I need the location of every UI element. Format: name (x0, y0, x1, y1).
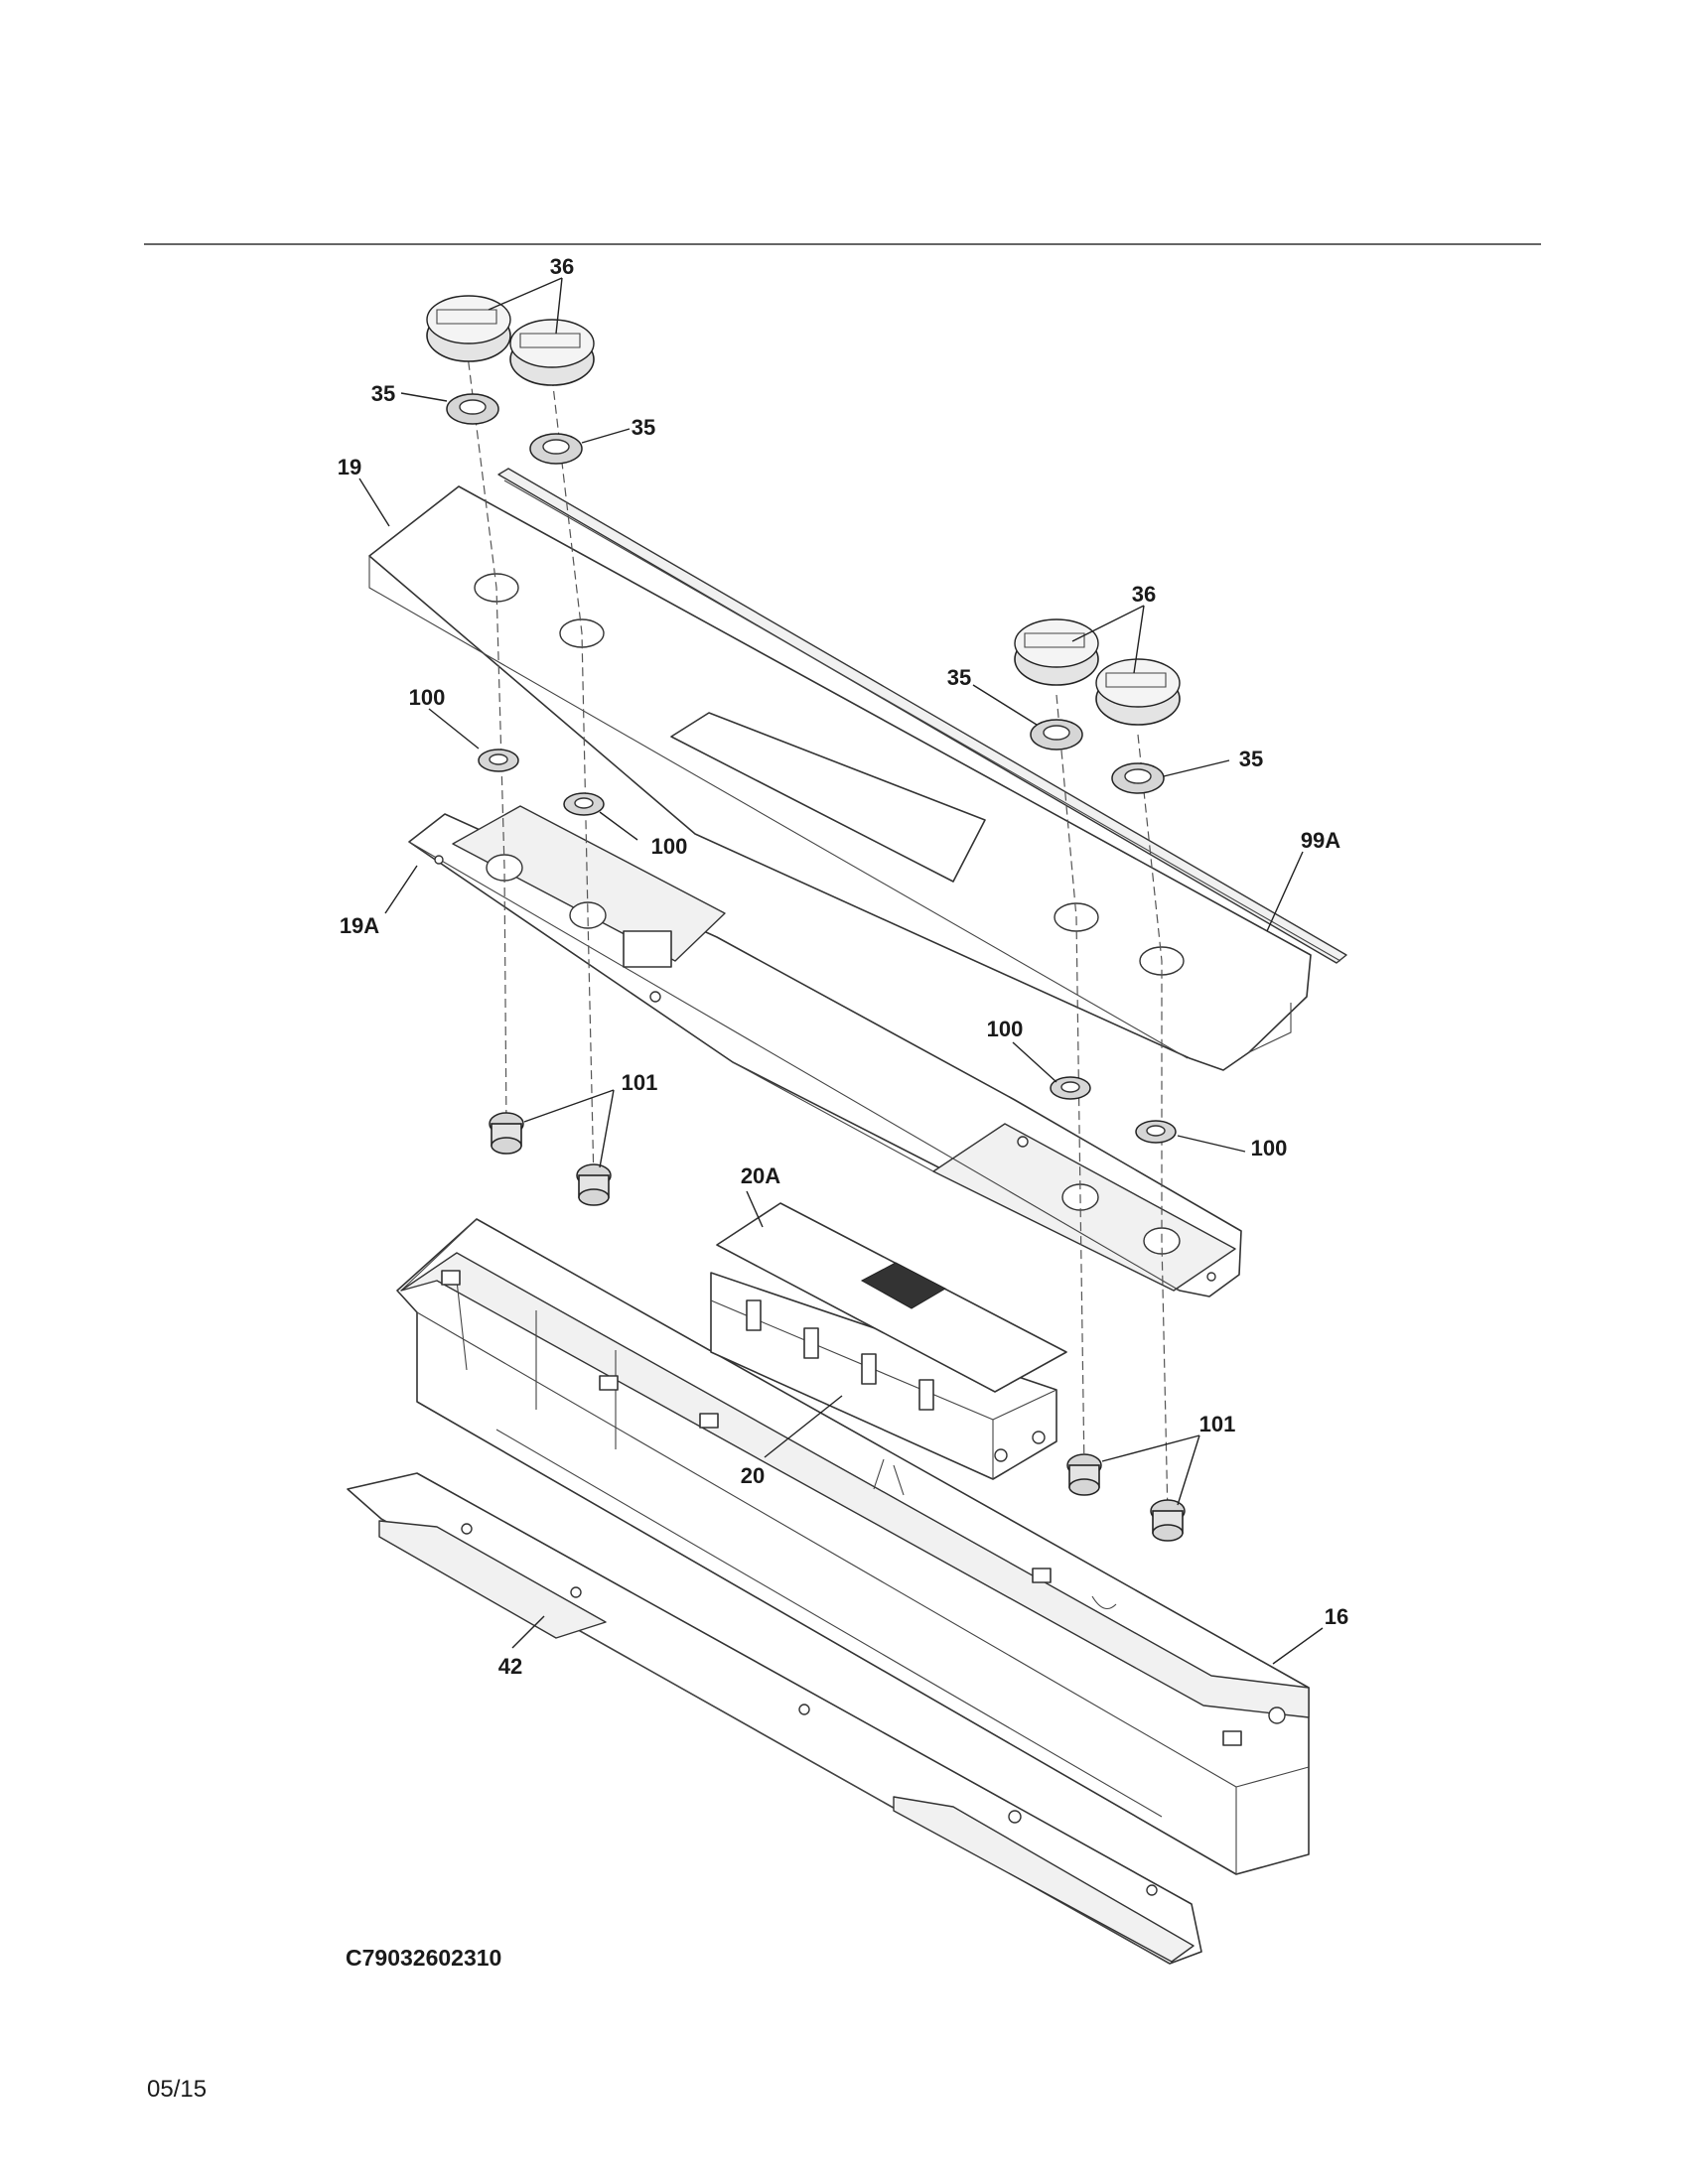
callout-16: 16 (1325, 1604, 1348, 1629)
callout-100-upper-right: 100 (651, 834, 688, 859)
date-code: 05/15 (147, 2076, 207, 2103)
part-20a-board-overlay (716, 1202, 1067, 1393)
callout-101-upper: 101 (622, 1070, 658, 1095)
part-16-control-housing (396, 1218, 1310, 1875)
knob-36-upper-left (426, 295, 511, 362)
bushing-101-set (489, 1112, 1186, 1542)
callout-35-mid-right: 35 (1239, 747, 1263, 771)
part-20-control-board (710, 1272, 1057, 1480)
part-19a-support-bracket (408, 805, 1242, 1297)
callout-19a: 19A (340, 913, 379, 938)
bezel-35-rings (446, 393, 1165, 794)
callout-100-lower-left: 100 (987, 1017, 1024, 1041)
callout-35-left: 35 (371, 381, 395, 406)
callout-20: 20 (741, 1463, 765, 1488)
callout-35-right: 35 (632, 415, 655, 440)
leader-lines (358, 277, 1324, 1665)
callout-36-top: 36 (550, 254, 574, 279)
callout-20a: 20A (741, 1163, 780, 1188)
part-42-bracket-strip (347, 1472, 1202, 1965)
callout-99a: 99A (1301, 828, 1340, 853)
nut-100-set (478, 749, 1177, 1144)
callout-labels: 36 35 35 19 36 35 35 100 100 99A 19A 100… (338, 254, 1348, 1679)
callout-35-mid-left: 35 (947, 665, 971, 690)
part-99a-trim-strip (497, 468, 1347, 964)
part-19-control-panel (368, 485, 1312, 1071)
callout-100-upper-left: 100 (409, 685, 446, 710)
drawing-code: C79032602310 (346, 1945, 501, 1971)
callout-101-lower: 101 (1199, 1412, 1236, 1436)
callout-42: 42 (498, 1654, 522, 1679)
knob-36-lower-left (1014, 618, 1099, 686)
callout-100-lower-right: 100 (1251, 1136, 1288, 1160)
knob-36-lower-right (1095, 658, 1181, 726)
alignment-dashes (466, 346, 1169, 1518)
callout-36-mid: 36 (1132, 582, 1156, 607)
knob-36-upper-right (509, 319, 595, 386)
callout-19: 19 (338, 455, 361, 479)
